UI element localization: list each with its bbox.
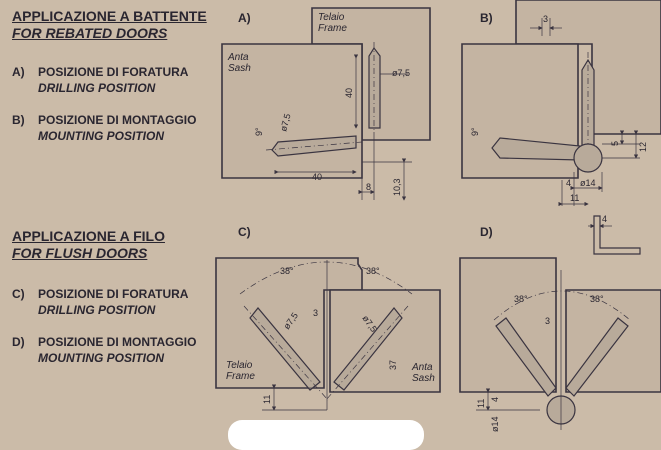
diagram-c: C) Telaio Frame Anta Sash 38° 38° ø7,5 ø… — [215, 225, 441, 411]
frame-label-en: Frame — [226, 371, 255, 382]
diagram-d-letter: D) — [480, 225, 493, 239]
frame-label-en: Frame — [318, 23, 347, 34]
dim-5: 5 — [610, 141, 620, 146]
sash-label-it: Anta — [227, 52, 249, 63]
hinge-arm-right — [565, 317, 629, 397]
dim-diameter-14: ø14 — [580, 178, 596, 188]
item-text-en: DRILLING POSITION — [38, 81, 156, 95]
dim-4: 4 — [566, 178, 571, 188]
diagram-c-letter: C) — [238, 225, 251, 239]
dim-3: 3 — [545, 316, 550, 326]
dim-angle: 9° — [470, 127, 480, 136]
item-text-it: POSIZIONE DI FORATURA — [38, 287, 189, 301]
dim-angle-left: 38° — [514, 294, 528, 304]
dim-10-3: 10,3 — [392, 178, 402, 196]
dim-37: 37 — [388, 360, 398, 370]
angle-arc — [239, 261, 413, 295]
dim-diameter-top: ø7,5 — [392, 68, 410, 78]
overlay-patch — [228, 420, 424, 450]
flush-title-it: APPLICAZIONE A FILO — [12, 228, 165, 244]
item-text-it: POSIZIONE DI MONTAGGIO — [38, 113, 197, 127]
hinge-instruction-sheet: { "rebated": { "title_it": "APPLICAZIONE… — [12, 0, 661, 450]
dim-angle-right: 38° — [590, 294, 604, 304]
dim-12: 12 — [638, 142, 648, 152]
sash-label-en: Sash — [412, 373, 435, 384]
dim-40-horizontal: 40 — [312, 172, 322, 182]
hinge-arm-left — [495, 317, 557, 397]
dim-angle-left: 38° — [280, 266, 294, 276]
dim-4: 4 — [490, 397, 500, 402]
item-letter: D) — [12, 335, 25, 349]
item-text-en: MOUNTING POSITION — [38, 351, 164, 365]
diagram-a-letter: A) — [238, 11, 251, 25]
frame-label-it: Telaio — [318, 12, 345, 23]
dim-angle-right: 38° — [366, 266, 380, 276]
hinge-knuckle — [573, 143, 603, 173]
item-letter: A) — [12, 65, 25, 79]
dim-diameter-14: ø14 — [490, 416, 500, 432]
diagram-a: A) Telaio Frame Anta Sash 40 ø7,5 ø7,5 9… — [221, 7, 431, 201]
sash-label-it: Anta — [411, 362, 433, 373]
diagram-d: D) 4 38° 38° 3 11 4 ø14 — [459, 214, 661, 432]
item-text-it: POSIZIONE DI FORATURA — [38, 65, 189, 79]
item-letter: B) — [12, 113, 25, 127]
dim-11: 11 — [570, 193, 579, 203]
rebated-doors-title: APPLICAZIONE A BATTENTE FOR REBATED DOOR… — [12, 8, 207, 42]
dim-angle: 9° — [254, 127, 264, 136]
item-letter: C) — [12, 287, 25, 301]
diagram-b-letter: B) — [480, 11, 493, 25]
sash-label-en: Sash — [228, 63, 251, 74]
right-drill-hole — [333, 307, 403, 391]
dim-4-top: 4 — [602, 214, 607, 224]
technical-drawings: A) Telaio Frame Anta Sash 40 ø7,5 ø7,5 9… — [215, 0, 661, 432]
dim-11: 11 — [262, 395, 272, 404]
flush-doors-title: APPLICAZIONE A FILO FOR FLUSH DOORS — [12, 228, 165, 262]
item-text-en: MOUNTING POSITION — [38, 129, 164, 143]
dim-40-vertical: 40 — [344, 88, 354, 98]
rebated-title-en: FOR REBATED DOORS — [12, 25, 168, 41]
rebated-title-it: APPLICAZIONE A BATTENTE — [12, 8, 207, 24]
item-text-en: DRILLING POSITION — [38, 303, 156, 317]
dim-11: 11 — [476, 399, 486, 408]
dim-3: 3 — [543, 14, 548, 24]
dim-8: 8 — [366, 182, 371, 192]
item-text-it: POSIZIONE DI MONTAGGIO — [38, 335, 197, 349]
vertical-drill-hole — [368, 46, 381, 129]
flush-title-en: FOR FLUSH DOORS — [12, 245, 148, 261]
l-key-icon — [593, 215, 641, 255]
angle-arc — [493, 290, 631, 321]
left-drill-hole — [249, 307, 321, 391]
dim-diameter-angled: ø7,5 — [278, 113, 292, 133]
frame-label-it: Telaio — [226, 360, 253, 371]
diagram-b: B) 3 9° 5 12 4 ø14 11 — [461, 0, 661, 207]
dim-3: 3 — [313, 308, 318, 318]
